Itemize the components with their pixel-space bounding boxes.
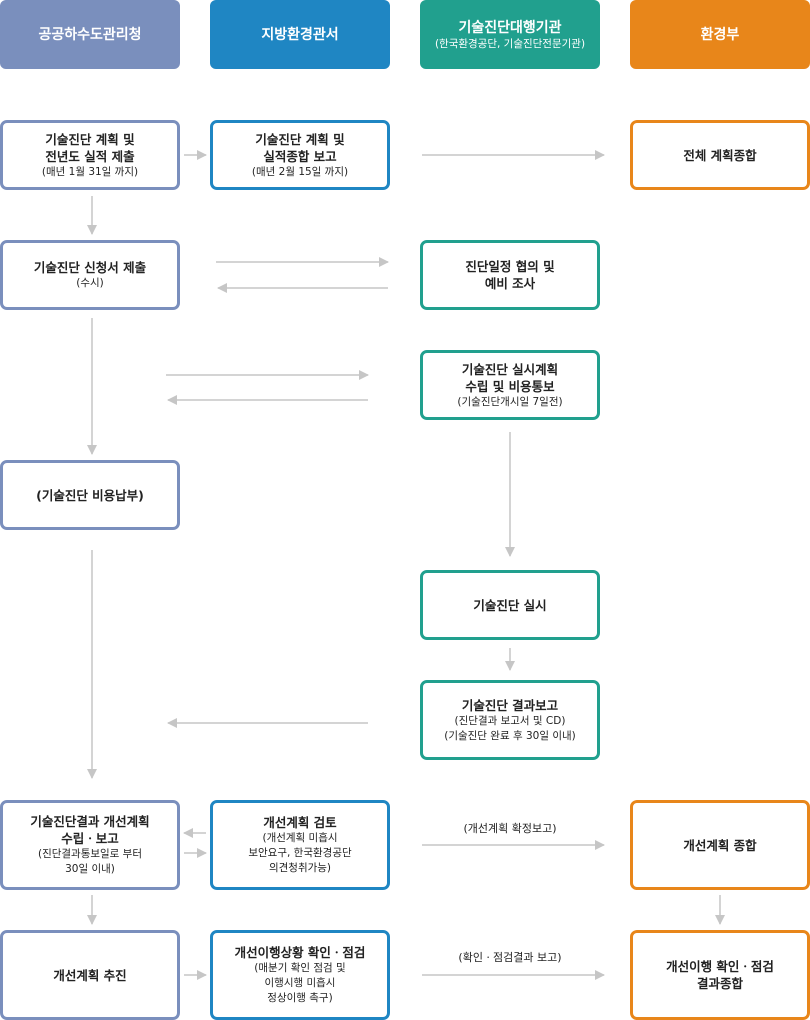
header-title: 환경부 [700, 26, 740, 43]
result-report-box: 기술진단 결과보고 (진단결과 보고서 및 CD) (기술진단 완료 후 30일… [420, 680, 600, 760]
box-title: 기술진단결과 개선계획 수립ㆍ보고 [30, 814, 150, 846]
plan-submit-box: 기술진단 계획 및 전년도 실적 제출 (매년 1월 31일 까지) [0, 120, 180, 190]
box-note: (진단결과 보고서 및 CD) (기술진단 완료 후 30일 이내) [444, 714, 576, 742]
execute-box: 기술진단 실시 [420, 570, 600, 640]
box-note: (수시) [76, 277, 104, 289]
improve-plan-box: 기술진단결과 개선계획 수립ㆍ보고 (진단결과통보일로 부터 30일 이내) [0, 800, 180, 890]
box-title: 개선이행 확인ㆍ점검 결과종합 [666, 959, 774, 991]
check-report-label: (확인ㆍ점검결과 보고) [458, 951, 562, 964]
exec-plan-box: 기술진단 실시계획 수립 및 비용통보 (기술진단개시일 7일전) [420, 350, 600, 420]
plan-report-box: 기술진단 계획 및 실적종합 보고 (매년 2월 15일 까지) [210, 120, 390, 190]
box-title: 기술진단 실시계획 수립 및 비용통보 [461, 361, 559, 394]
box-note: (개선계획 미흡시 보안요구, 한국환경공단 의견청취가능) [248, 832, 352, 874]
improve-confirm-label: (개선계획 확정보고) [463, 822, 557, 835]
improve-total-box: 개선계획 종합 [630, 800, 810, 890]
box-note: (매년 2월 15일 까지) [251, 165, 349, 178]
box-title: 개선계획 추진 [53, 967, 127, 983]
schedule-box: 진단일정 협의 및 예비 조사 [420, 240, 600, 310]
box-title: (기술진단 비용납부) [36, 487, 144, 503]
payment-box: (기술진단 비용납부) [0, 460, 180, 530]
check-box: 개선이행상황 확인ㆍ점검 (매분기 확인 점검 및 이행시행 미흡시 정상이행 … [210, 930, 390, 1020]
header-diagnosis-agency: 기술진단대행기관 (한국환경공단, 기술진단전문기관) [420, 0, 600, 69]
box-note: (매년 1월 31일 까지) [41, 165, 139, 178]
box-title: 개선이행상황 확인ㆍ점검 [234, 945, 366, 960]
improve-exec-box: 개선계획 추진 [0, 930, 180, 1020]
application-box: 기술진단 신청서 제출 (수시) [0, 240, 180, 310]
box-title: 기술진단 신청서 제출 [33, 260, 147, 275]
header-regional-env-office: 지방환경관서 [210, 0, 390, 69]
box-title: 개선계획 종합 [683, 837, 757, 853]
box-title: 기술진단 계획 및 전년도 실적 제출 [45, 131, 135, 164]
plan-total-box: 전체 계획종합 [630, 120, 810, 190]
header-title: 지방환경관서 [261, 26, 339, 43]
header-sewerage-authority: 공공하수도관리청 [0, 0, 180, 69]
box-note: (기술진단개시일 7일전) [457, 395, 563, 408]
check-total-box: 개선이행 확인ㆍ점검 결과종합 [630, 930, 810, 1020]
header-title: 공공하수도관리청 [38, 26, 142, 43]
box-title: 진단일정 협의 및 예비 조사 [465, 259, 555, 291]
box-title: 기술진단 계획 및 실적종합 보고 [255, 131, 345, 164]
box-title: 개선계획 검토 [263, 815, 337, 830]
box-title: 기술진단 결과보고 [461, 697, 559, 713]
header-title: 기술진단대행기관 [458, 19, 562, 36]
box-title: 기술진단 실시 [473, 597, 547, 613]
box-title: 전체 계획종합 [683, 147, 757, 163]
header-subtitle: (한국환경공단, 기술진단전문기관) [434, 37, 586, 50]
header-ministry-of-environment: 환경부 [630, 0, 810, 69]
improve-review-box: 개선계획 검토 (개선계획 미흡시 보안요구, 한국환경공단 의견청취가능) [210, 800, 390, 890]
box-note: (매분기 확인 점검 및 이행시행 미흡시 정상이행 촉구) [254, 962, 346, 1004]
box-note: (진단결과통보일로 부터 30일 이내) [37, 848, 143, 875]
